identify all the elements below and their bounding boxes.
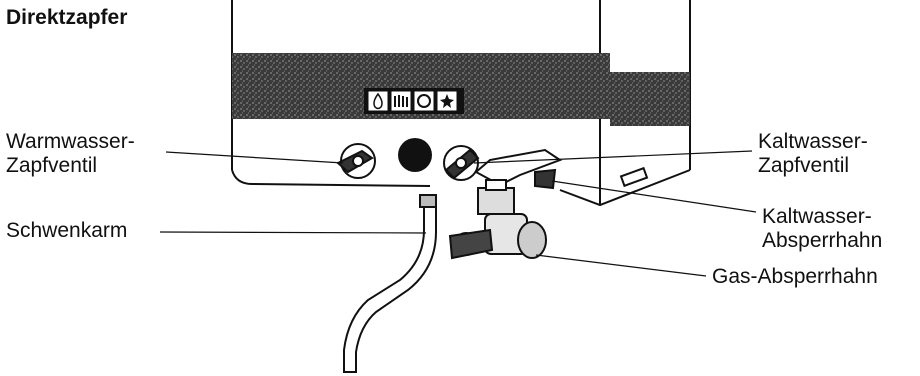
- leader-gas-absperrhahn: [535, 254, 707, 277]
- kaltwasser-pipe: [474, 148, 563, 215]
- control-panel-band-right: [610, 72, 690, 126]
- label-kaltwasser-zapfventil: Kaltwasser- Zapfventil: [758, 130, 868, 178]
- schwenkarm-spout: [343, 194, 437, 373]
- label-kaltwasser-zapf-line2: Zapfventil: [758, 154, 850, 177]
- label-warmwasser-zapfventil: Warmwasser- Zapfventil: [6, 130, 135, 178]
- label-kaltwasser-absperr-line1: Kaltwasser-: [762, 205, 872, 228]
- label-gas-absperrhahn: Gas-Absperrhahn: [712, 265, 878, 288]
- leader-kaltwasser-zapfventil: [473, 150, 753, 164]
- flame-icon: [367, 90, 389, 112]
- label-kaltwasser-zapf-line1: Kaltwasser-: [758, 130, 868, 153]
- diagram-title: Direktzapfer: [6, 6, 128, 29]
- gas-valve: [448, 213, 547, 260]
- leader-warmwasser: [165, 151, 344, 164]
- circle-icon: [413, 90, 435, 112]
- kaltwasser-knob: [443, 145, 480, 181]
- center-indicator: [398, 138, 432, 172]
- label-warmwasser-line1: Warmwasser-: [6, 130, 135, 153]
- label-kaltwasser-absperr-line2: Absperrhahn: [762, 229, 883, 252]
- warmwasser-knob: [336, 143, 376, 179]
- leader-schwenkarm: [159, 231, 427, 234]
- label-warmwasser-line2: Zapfventil: [6, 154, 98, 177]
- label-schwenkarm: Schwenkarm: [6, 219, 128, 242]
- leader-kaltwasser-absperrhahn: [551, 180, 757, 213]
- leader-lines: [159, 150, 757, 277]
- label-kaltwasser-absperrhahn: Kaltwasser- Absperrhahn: [762, 205, 882, 253]
- heat-icon: [390, 90, 412, 112]
- indicator-panel: [364, 88, 464, 114]
- star-icon: [436, 90, 458, 112]
